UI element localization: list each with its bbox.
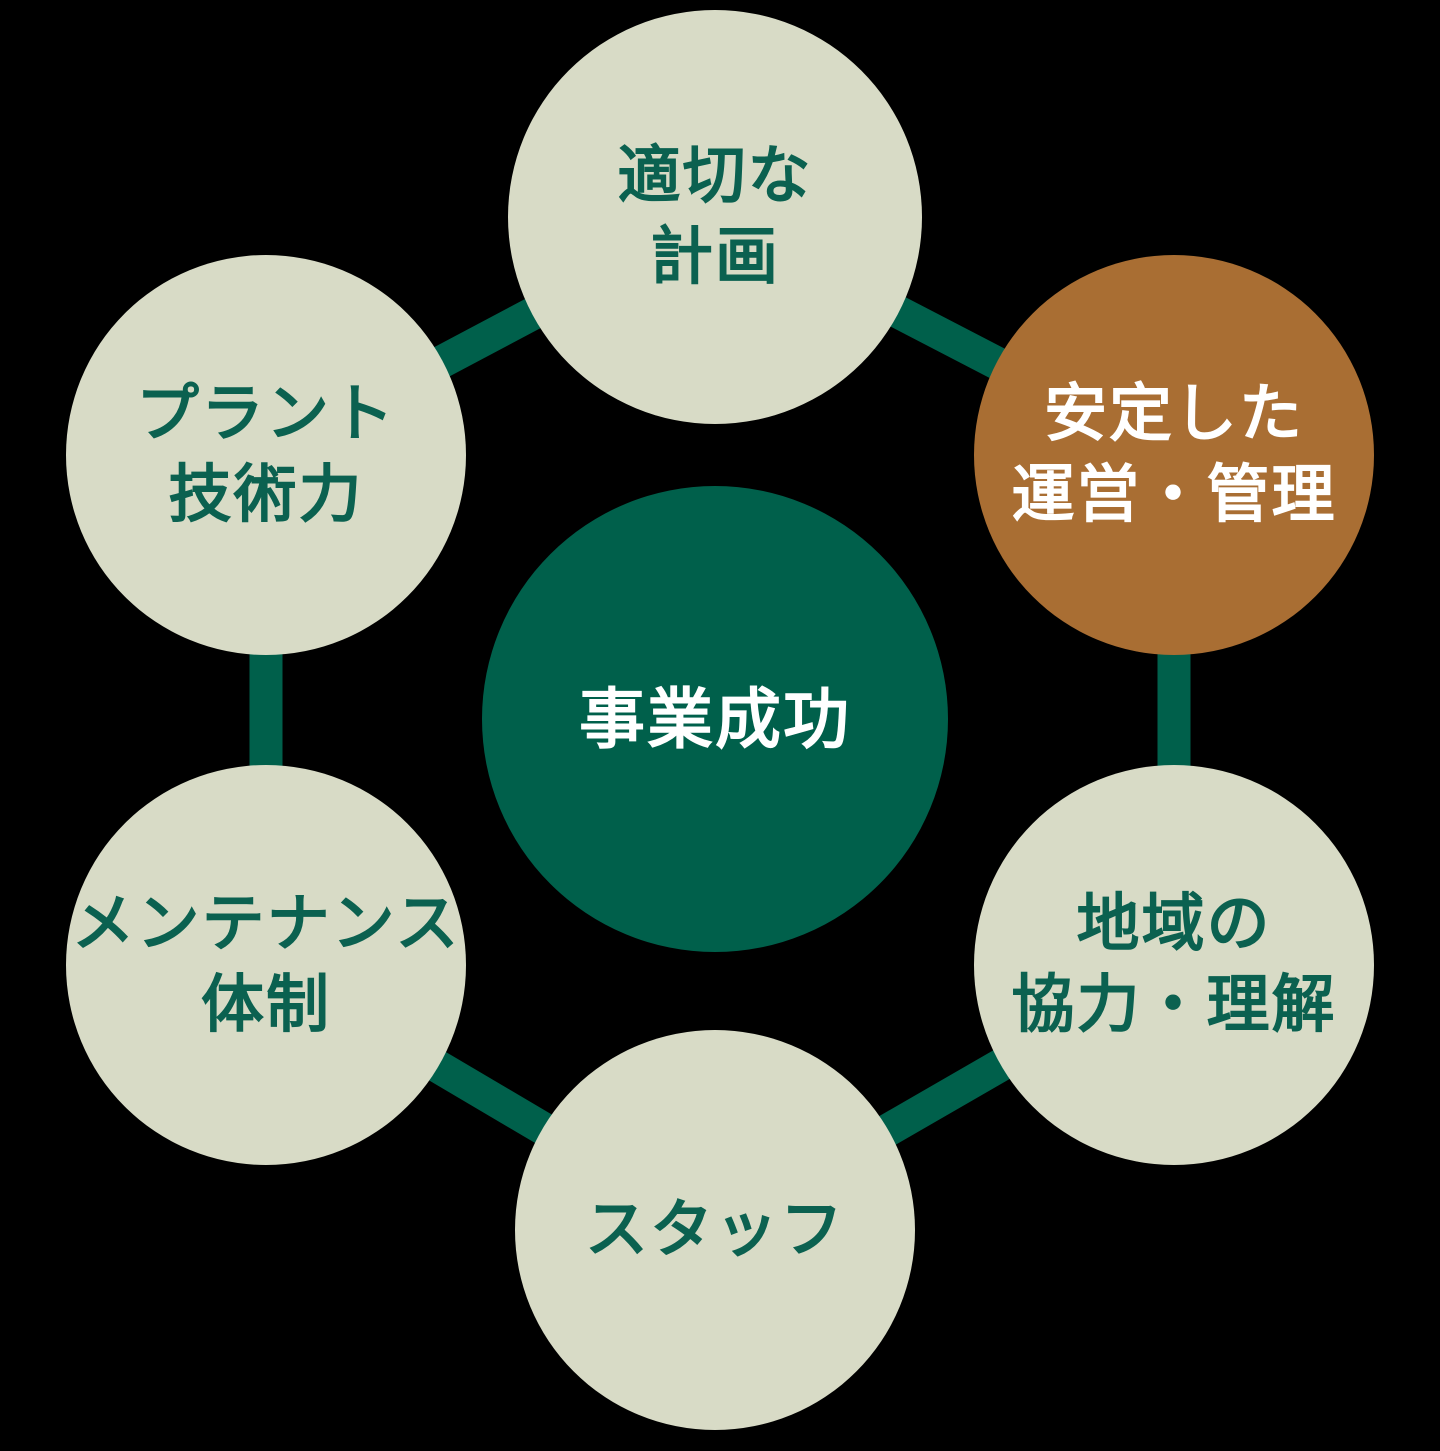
node-stable-operation-management-label: 安定した 運営・管理	[1011, 379, 1337, 530]
node-maintenance-structure-label: メンテナンス 体制	[71, 889, 461, 1040]
node-staff: スタッフ	[515, 1030, 915, 1430]
node-staff-label: スタッフ	[585, 1194, 845, 1265]
node-business-success: 事業成功	[482, 486, 948, 952]
node-plant-technology: プラント 技術力	[66, 255, 466, 655]
node-regional-cooperation-understanding-label: 地域の 協力・理解	[1011, 889, 1337, 1040]
node-business-success-label: 事業成功	[579, 681, 851, 756]
node-appropriate-planning-label: 適切な 計画	[617, 141, 813, 292]
node-stable-operation-management: 安定した 運営・管理	[974, 255, 1374, 655]
node-plant-technology-label: プラント 技術力	[136, 379, 396, 530]
node-maintenance-structure: メンテナンス 体制	[66, 765, 466, 1165]
node-appropriate-planning: 適切な 計画	[508, 10, 922, 424]
node-regional-cooperation-understanding: 地域の 協力・理解	[974, 765, 1374, 1165]
